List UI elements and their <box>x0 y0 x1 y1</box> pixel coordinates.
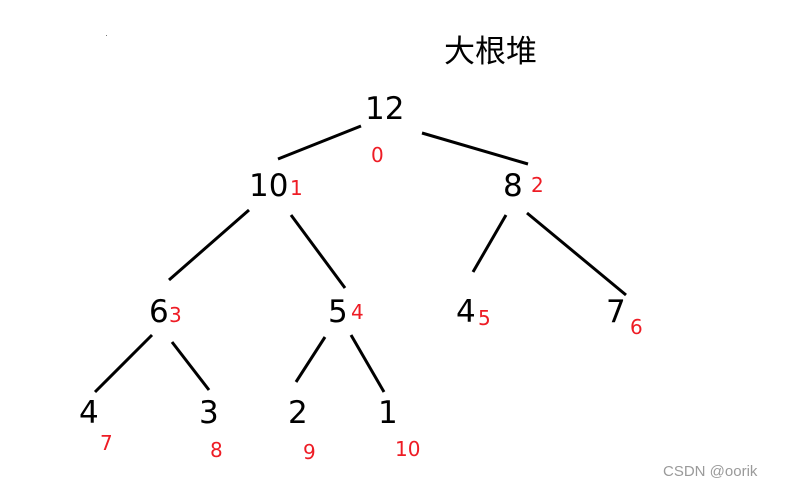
stray-dot <box>106 35 107 36</box>
edge-4-10 <box>349 334 386 393</box>
node-index-2: 2 <box>531 173 544 197</box>
edge-0-1 <box>277 124 362 161</box>
node-index-7: 7 <box>100 431 113 455</box>
edge-1-4 <box>289 214 347 289</box>
node-value-10: 1 <box>378 395 398 431</box>
node-value-8: 3 <box>199 395 219 431</box>
edge-0-2 <box>421 131 529 166</box>
node-value-4: 5 <box>328 294 348 330</box>
node-value-7: 4 <box>79 395 99 431</box>
watermark: CSDN @oorik <box>663 463 758 480</box>
node-value-9: 2 <box>288 395 308 431</box>
node-index-3: 3 <box>169 303 182 327</box>
node-index-10: 10 <box>395 437 421 461</box>
node-index-1: 1 <box>290 176 303 200</box>
node-index-6: 6 <box>630 315 643 339</box>
node-value-1: 10 <box>249 168 289 204</box>
node-index-4: 4 <box>351 300 364 324</box>
node-value-5: 4 <box>456 294 476 330</box>
edge-1-3 <box>168 208 250 282</box>
edge-4-9 <box>294 336 327 383</box>
edge-2-5 <box>471 214 508 273</box>
edge-3-7 <box>93 333 154 394</box>
node-index-0: 0 <box>371 143 384 167</box>
node-value-6: 7 <box>606 294 626 330</box>
edge-3-8 <box>170 341 211 391</box>
node-index-9: 9 <box>303 440 316 464</box>
diagram-title: 大根堆 <box>444 34 537 70</box>
node-value-3: 6 <box>149 294 169 330</box>
node-index-5: 5 <box>478 306 491 330</box>
node-value-2: 8 <box>503 168 523 204</box>
node-value-0: 12 <box>365 91 405 127</box>
node-index-8: 8 <box>210 438 223 462</box>
edge-2-6 <box>526 211 627 297</box>
